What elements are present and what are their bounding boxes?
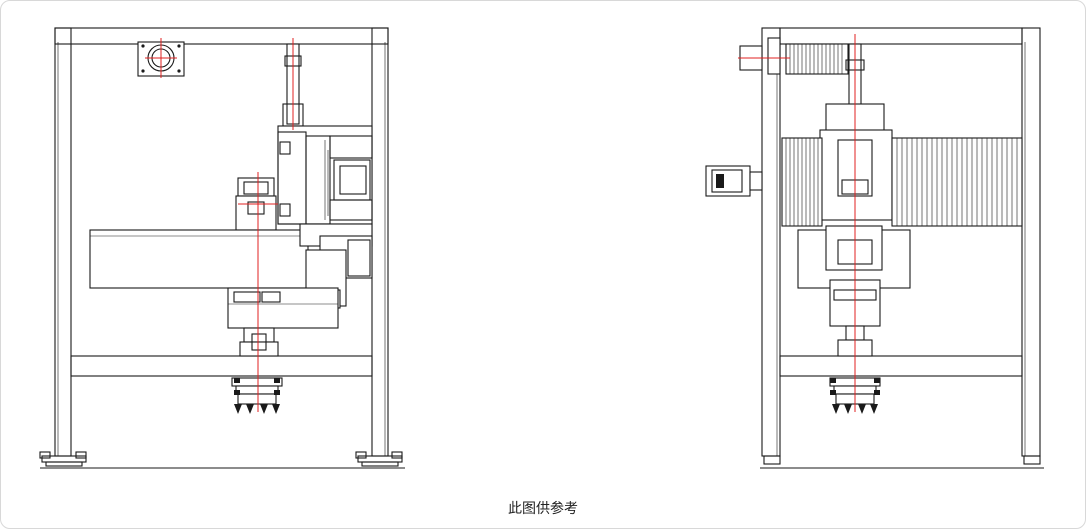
- side-carriage: [819, 103, 893, 221]
- caption: 此图供参考: [508, 501, 578, 517]
- left-bellows: [781, 137, 823, 227]
- horizontal-arm: [89, 229, 309, 289]
- right-bellows: [891, 137, 1023, 227]
- head-block: [235, 177, 277, 231]
- top-bellows: [785, 43, 849, 75]
- lower-beam: [70, 355, 373, 377]
- side-top-motor: [739, 37, 781, 75]
- right-upright: [371, 27, 389, 457]
- front-gripper: [231, 377, 283, 414]
- lower-housing: [227, 287, 339, 329]
- top-beam: [54, 27, 389, 45]
- front-view: [39, 27, 405, 469]
- side-view: [705, 27, 1044, 469]
- foot-left: [39, 451, 87, 467]
- front-spindle: [239, 327, 279, 357]
- foot-right: [355, 451, 403, 467]
- side-lower-body: [797, 225, 911, 327]
- side-motor: [705, 165, 763, 197]
- upper-carriage: [277, 125, 373, 225]
- left-upright: [54, 27, 72, 457]
